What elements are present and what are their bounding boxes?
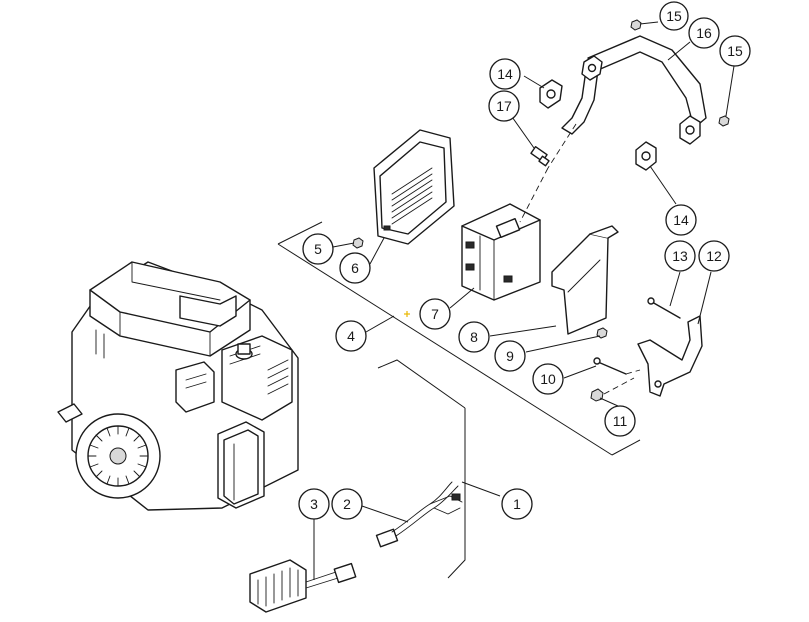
callout-label: 9	[506, 348, 514, 364]
nut-icon	[352, 19, 730, 339]
exhaust-gasket-icon	[539, 55, 701, 171]
position-marker	[404, 311, 410, 317]
assembly-frame-lower	[377, 359, 466, 579]
callout-8: 8	[458, 321, 490, 353]
leader-lines	[313, 21, 735, 580]
callout-3: 3	[298, 488, 330, 520]
callout-16: 16	[688, 17, 720, 49]
muffler-icon	[461, 203, 541, 301]
callout-14-upper: 14	[489, 58, 521, 90]
callout-label: 7	[431, 306, 439, 322]
callout-13: 13	[664, 240, 696, 272]
callout-label: 1	[513, 496, 521, 512]
callout-label: 14	[673, 212, 689, 228]
oxygen-sensor-icon	[519, 123, 577, 223]
callout-14-lower: 14	[665, 204, 697, 236]
callout-label: 3	[310, 496, 318, 512]
callout-15-left: 15	[659, 1, 689, 31]
callout-label: 2	[343, 496, 351, 512]
muffler-bracket-icon	[551, 225, 619, 335]
callout-7: 7	[419, 298, 451, 330]
callout-1: 1	[501, 488, 533, 520]
callout-label: 17	[496, 98, 512, 114]
voltage-regulator-icon	[249, 559, 357, 613]
callout-label: 16	[696, 25, 712, 41]
callout-label: 4	[347, 328, 355, 344]
callout-12: 12	[698, 240, 730, 272]
callout-6: 6	[339, 252, 371, 284]
callout-2: 2	[331, 488, 363, 520]
callout-17: 17	[488, 90, 520, 122]
assembly-frame-upper	[277, 221, 641, 456]
callout-10: 10	[532, 363, 564, 395]
callout-label: 5	[314, 241, 322, 257]
callout-label: 13	[672, 248, 688, 264]
callout-15-right: 15	[719, 35, 751, 67]
callout-label: 10	[540, 371, 556, 387]
callout-label: 6	[351, 260, 359, 276]
callout-11: 11	[604, 405, 636, 437]
callout-9: 9	[494, 340, 526, 372]
muffler-heat-shield-icon	[373, 129, 455, 245]
engine-icon	[57, 261, 299, 511]
callout-label: 8	[470, 329, 478, 345]
callout-label: 14	[497, 66, 513, 82]
wire-harness-icon	[375, 481, 463, 548]
callout-label: 11	[613, 413, 628, 429]
callout-label: 12	[706, 248, 722, 264]
callout-4: 4	[335, 320, 367, 352]
mounting-bracket-icon	[637, 315, 703, 397]
callout-label: 15	[727, 43, 743, 59]
exhaust-pipe-icon	[561, 35, 707, 135]
callout-label: 15	[666, 8, 682, 24]
callout-5: 5	[302, 233, 334, 265]
